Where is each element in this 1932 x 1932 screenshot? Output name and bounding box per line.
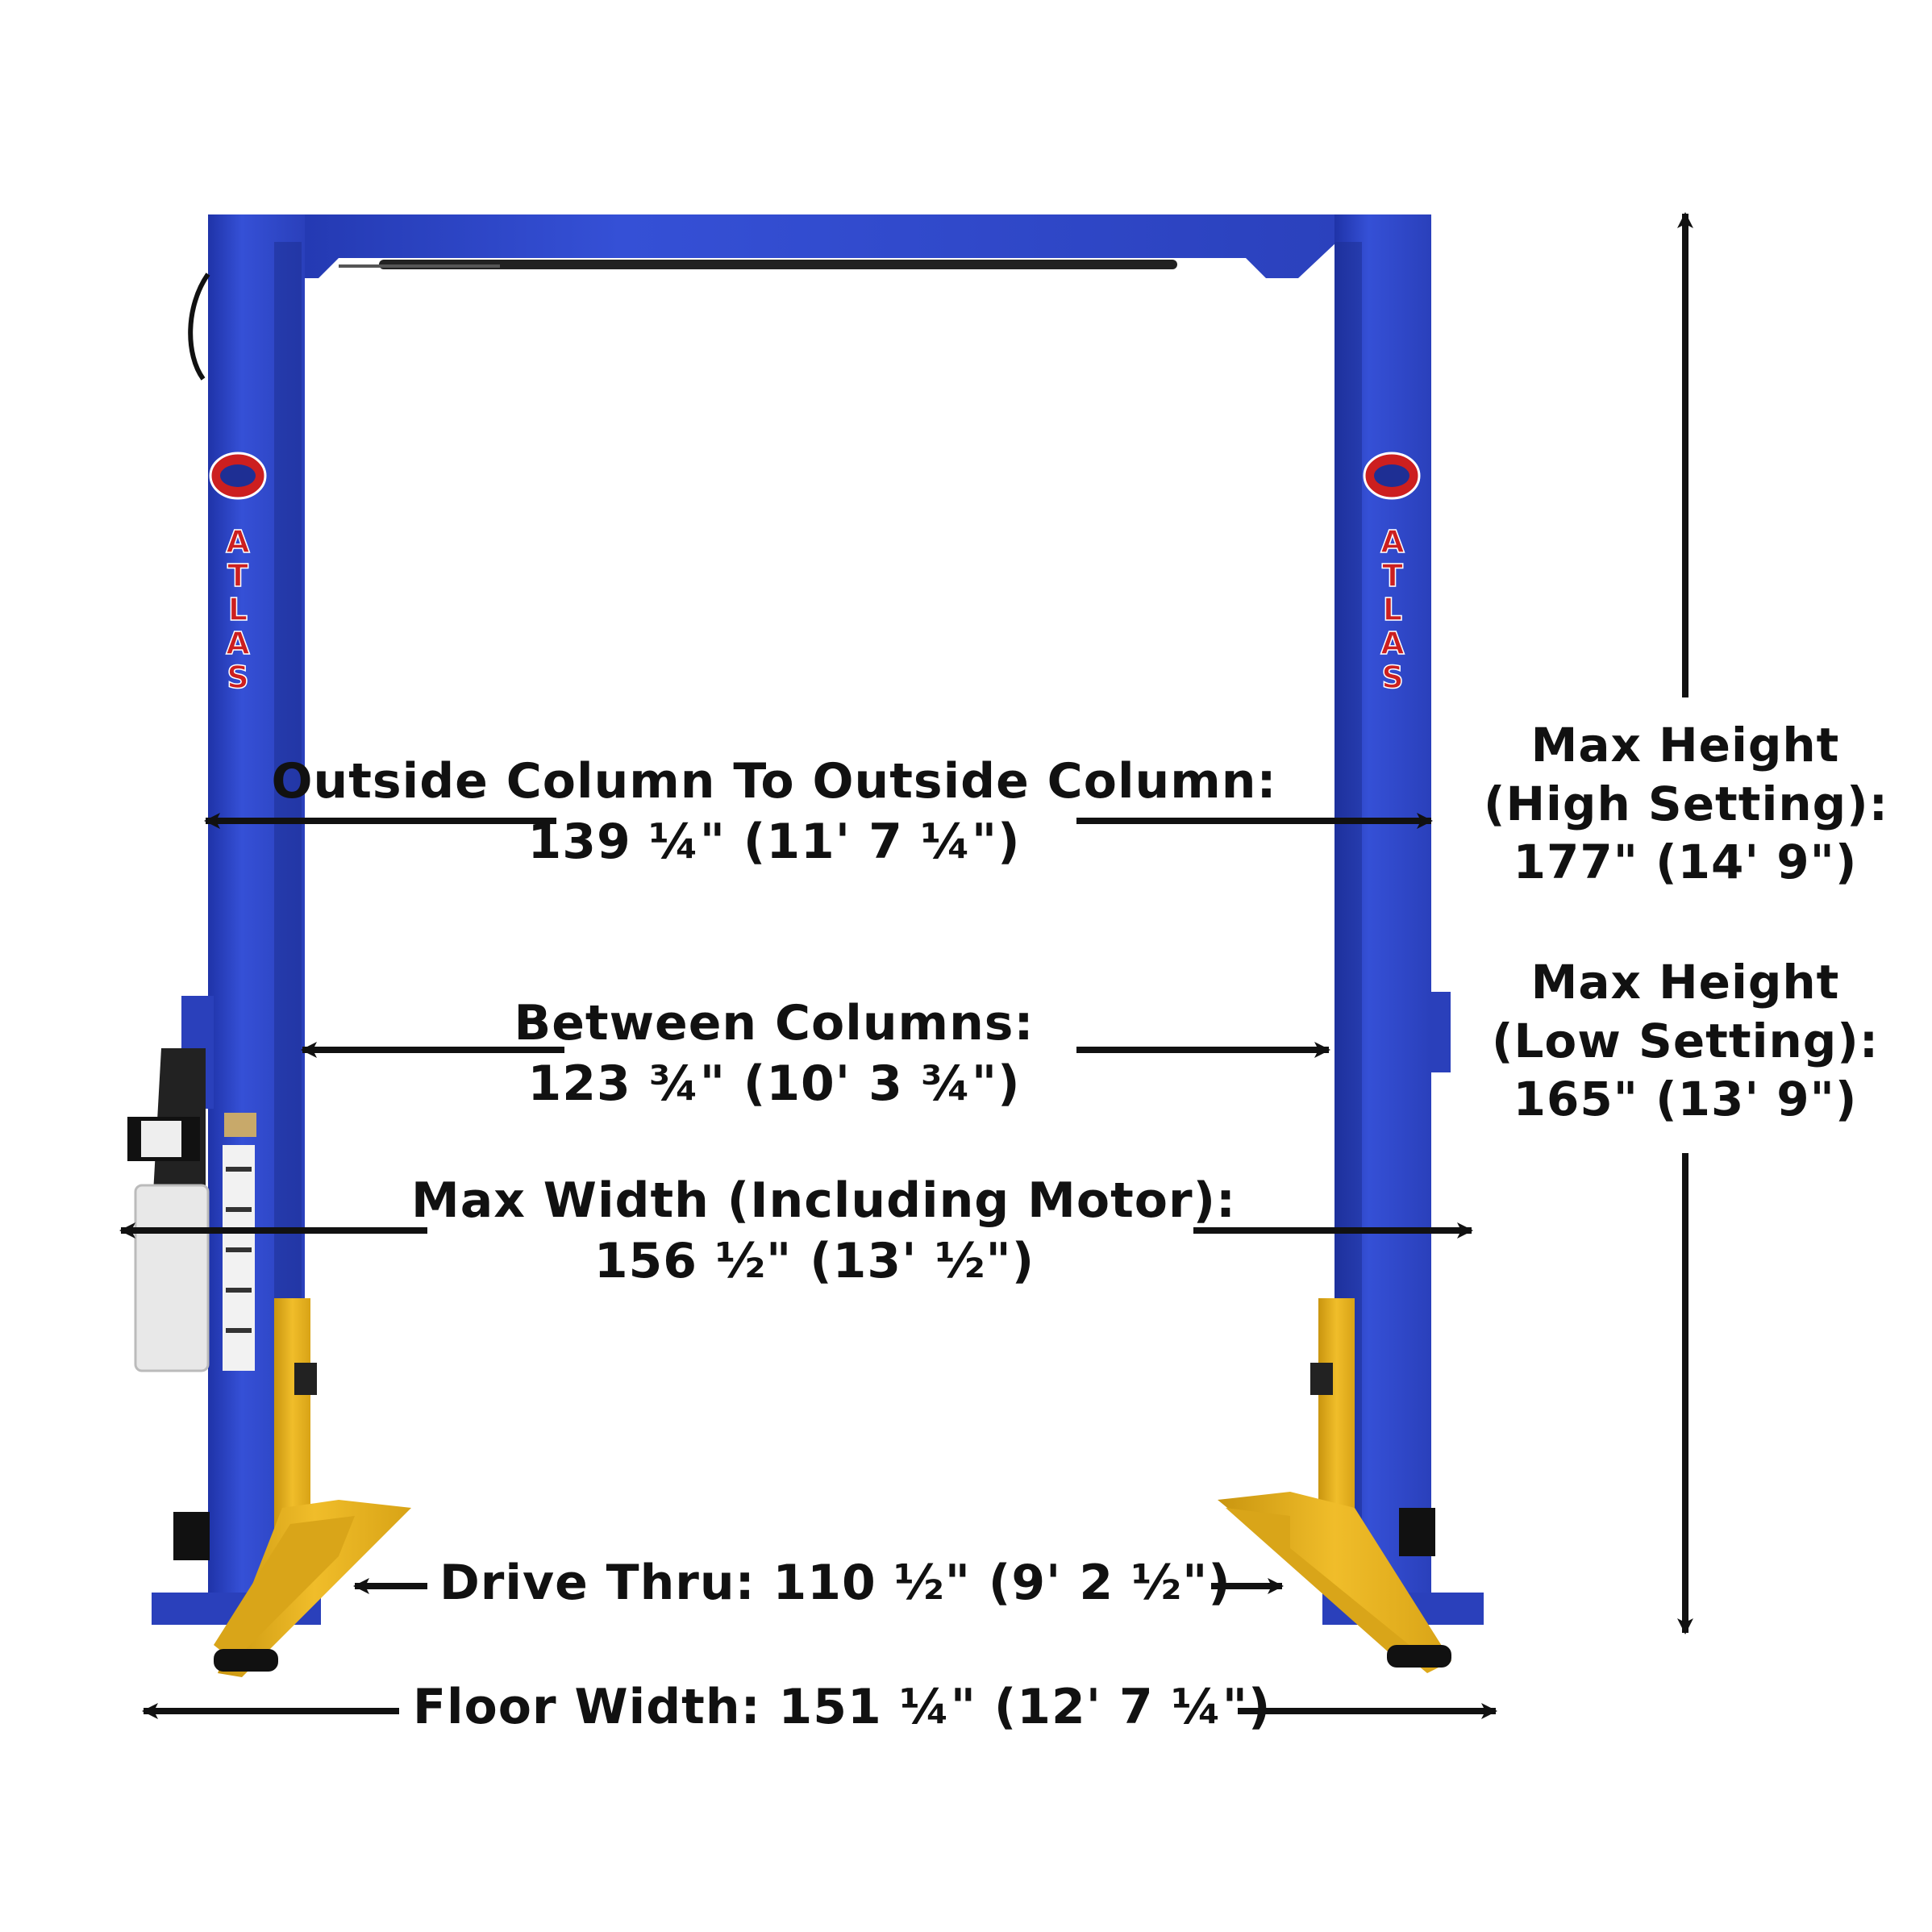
left-logo-emblem — [209, 452, 267, 500]
drive-thru-label: Drive Thru: 110 ½" (9' 2 ½") — [439, 1553, 1230, 1613]
left-lift-arms — [173, 1500, 411, 1677]
right-logo-emblem — [1363, 452, 1421, 500]
logo-letter: L — [1383, 592, 1402, 627]
floor-width-value: 151 ¼" (12' 7 ¼") — [778, 1679, 1272, 1735]
max-height-high-label: Max Height (High Setting): 177" (14' 9") — [1484, 716, 1888, 892]
power-unit-motor — [127, 996, 214, 1372]
logo-letter: T — [227, 558, 248, 593]
logo-letter: A — [226, 626, 250, 661]
logo-letter: A — [1380, 626, 1405, 661]
right-column-bracket — [1431, 992, 1451, 1072]
overhead-shutoff-bar — [379, 260, 1177, 269]
max-height-low-title: Max Height — [1530, 955, 1840, 1010]
right-carriage — [1310, 1298, 1355, 1540]
max-height-low-setting: (Low Setting): — [1491, 1013, 1880, 1068]
outside-columns-value: 139 ¼" (11' 7 ¼") — [527, 814, 1021, 870]
left-hose — [188, 273, 210, 381]
max-height-low-label: Max Height (Low Setting): 165" (13' 9") — [1484, 953, 1887, 1129]
floor-width-title: Floor Width: — [413, 1679, 761, 1735]
logo-letter: T — [1382, 558, 1403, 593]
outside-columns-label: Outside Column To Outside Column: 139 ¼"… — [250, 752, 1298, 872]
max-height-high-title: Max Height — [1530, 718, 1840, 772]
dimension-arrows — [119, 212, 1693, 1719]
left-carriage — [274, 1298, 317, 1540]
between-columns-label: Between Columns: 123 ¾" (10' 3 ¾") — [411, 993, 1137, 1114]
max-width-label: Max Width (Including Motor): 156 ½" (13'… — [411, 1171, 1236, 1292]
floor-width-label: Floor Width: 151 ¼" (12' 7 ¼") — [413, 1677, 1270, 1738]
logo-letter: A — [1380, 524, 1405, 560]
max-width-value: 156 ½" (13' ½") — [593, 1233, 1035, 1289]
logo-letter: S — [227, 660, 248, 695]
right-lift-arms — [1218, 1492, 1451, 1673]
max-height-low-value: 165" (13' 9") — [1513, 1072, 1858, 1126]
drive-thru-value: 110 ½" (9' 2 ½") — [772, 1555, 1231, 1611]
between-columns-value: 123 ¾" (10' 3 ¾") — [527, 1056, 1021, 1112]
warning-labels — [223, 1113, 256, 1371]
overhead-beam — [208, 214, 1387, 278]
logo-letter: S — [1381, 660, 1403, 695]
max-width-title: Max Width (Including Motor): — [411, 1172, 1236, 1229]
max-height-high-value: 177" (14' 9") — [1513, 835, 1858, 889]
between-columns-title: Between Columns: — [514, 995, 1035, 1051]
drive-thru-title: Drive Thru: — [439, 1555, 756, 1611]
logo-letter: L — [228, 592, 248, 627]
outside-columns-title: Outside Column To Outside Column: — [271, 753, 1277, 810]
max-height-high-setting: (High Setting): — [1484, 776, 1888, 831]
logo-letter: A — [226, 524, 250, 560]
